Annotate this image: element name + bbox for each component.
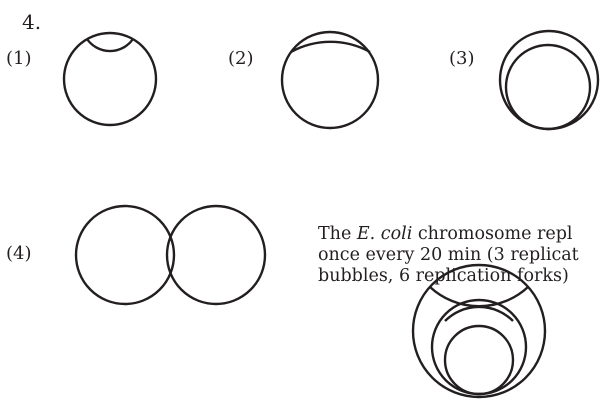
panel-4-daughter-chromosomes [76,206,265,304]
panel-1-replication-bubble [87,39,133,51]
panel-2-circle [282,32,378,128]
panel-2-chromosome [282,32,378,128]
multifork-outer-bubble [430,287,528,306]
panel-4-left-circle [76,206,174,304]
multifork-chromosome [413,265,545,397]
panel-3-inner-circle [506,45,590,129]
panel-4-right-circle [167,206,265,304]
multifork-outer-circle [413,265,545,397]
panel-1-circle [64,33,156,125]
multifork-inner-bubble-upper [445,307,513,321]
multifork-inner-circle [432,300,526,394]
panel-1-chromosome [64,33,156,125]
panel-3-chromosome [500,31,598,129]
multifork-innermost-circle [445,326,513,394]
panel-2-replication-bubble [291,42,370,52]
